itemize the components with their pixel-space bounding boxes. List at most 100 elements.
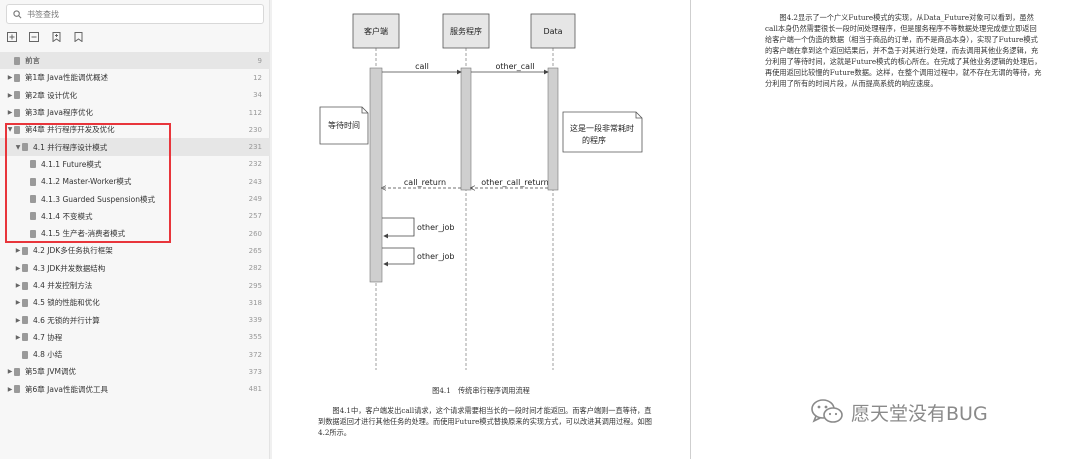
message-other-job-1-label: other_job	[417, 223, 455, 232]
bookmark-label: 4.1.3 Guarded Suspension模式	[41, 194, 155, 204]
bookmark-page-number: 232	[248, 160, 262, 169]
actor-box-server	[442, 13, 490, 49]
message-other-job-2-label: other_job	[417, 252, 455, 261]
bookmark-label: 4.1.4 不变模式	[41, 211, 93, 221]
caret-right-icon[interactable]: ▶	[7, 385, 13, 393]
bookmark-page-number: 249	[248, 195, 262, 204]
bookmark-label: 4.6 无锁的并行计算	[33, 315, 100, 325]
bookmark-page-number: 231	[248, 143, 262, 152]
sequence-diagram: 客户端 服务程序 Data call other_call call_retur…	[319, 13, 643, 370]
expand-all-button[interactable]	[6, 31, 18, 43]
message-other-job-2-arrow	[382, 247, 415, 267]
bookmark-page-icon	[30, 212, 36, 221]
bookmark-item[interactable]: ▶ 4.2 JDK多任务执行框架 265	[0, 242, 270, 259]
bookmark-page-icon	[14, 56, 20, 65]
bookmark-label: 第6章 Java性能调优工具	[25, 384, 108, 394]
note-long-program-fold	[635, 112, 642, 119]
activation-server	[460, 67, 472, 191]
actor-label-server: 服务程序	[450, 26, 482, 36]
bookmark-item[interactable]: 4.1.5 生产者-消费者模式 260	[0, 225, 270, 242]
collapse-all-button[interactable]	[28, 31, 40, 43]
bookmark-page-number: 260	[248, 229, 262, 238]
caret-right-icon[interactable]: ▶	[15, 282, 21, 289]
caret-right-icon[interactable]: ▶	[7, 74, 13, 82]
document-page-right: 图4.2显示了一个广义Future模式的实现，从Data_Future对象可以看…	[691, 0, 1080, 459]
bookmark-label: 第4章 并行程序开发及优化	[25, 125, 115, 135]
bookmark-page-number: 265	[248, 246, 262, 255]
bookmark-page-number: 373	[248, 367, 262, 376]
actor-label-client: 客户端	[364, 26, 388, 36]
caret-right-icon[interactable]: ▶	[7, 109, 13, 117]
search-icon	[13, 9, 22, 18]
bookmark-item[interactable]: ▶ 4.6 无锁的并行计算 339	[0, 311, 270, 328]
bookmark-search-input[interactable]	[27, 9, 247, 19]
caret-right-icon[interactable]: ▶	[7, 368, 13, 376]
message-other-job-1-arrow	[382, 217, 415, 239]
bookmark-label: 4.1.1 Future模式	[41, 159, 102, 169]
bookmark-page-icon	[22, 316, 28, 325]
bookmark-page-icon	[30, 229, 36, 238]
caret-down-icon[interactable]: ▼	[7, 126, 13, 134]
bookmark-label: 4.2 JDK多任务执行框架	[33, 246, 113, 256]
bookmark-label: 第5章 JVM调优	[25, 367, 76, 377]
bookmark-label: 4.3 JDK并发数据结构	[33, 263, 106, 273]
bookmark-page-icon	[22, 350, 28, 359]
bookmark-label: 第1章 Java性能调优概述	[25, 73, 108, 83]
bookmark-label: 4.5 锁的性能和优化	[33, 298, 100, 308]
bookmark-page-number: 34	[253, 91, 262, 100]
bookmark-page-number: 112	[248, 108, 262, 117]
document-page-left: 客户端 服务程序 Data call other_call call_retur…	[272, 0, 690, 459]
note-long-program-line1: 这是一段非常耗时	[570, 123, 634, 133]
message-other-call-label: other_call	[495, 62, 534, 71]
bookmark-label: 4.1 并行程序设计模式	[33, 142, 108, 152]
caret-right-icon[interactable]: ▶	[15, 316, 21, 324]
bookmark-search-box[interactable]	[6, 4, 264, 24]
bookmark-label: 4.1.5 生产者-消费者模式	[41, 229, 126, 239]
bookmark-item[interactable]: 4.1.1 Future模式 232	[0, 156, 270, 173]
caret-right-icon[interactable]: ▶	[15, 299, 21, 307]
bookmark-item[interactable]: 4.1.3 Guarded Suspension模式 249	[0, 190, 270, 207]
bookmark-button[interactable]	[72, 31, 84, 43]
caret-right-icon[interactable]: ▶	[15, 264, 21, 272]
collapse-all-icon	[29, 32, 39, 42]
bookmark-page-number: 481	[248, 385, 262, 394]
actor-box-data	[530, 13, 576, 49]
caret-right-icon[interactable]: ▶	[15, 333, 21, 341]
note-wait-time-text: 等待时间	[328, 120, 360, 130]
watermark-text: 愿天堂没有BUG	[851, 402, 988, 425]
add-bookmark-button[interactable]	[50, 31, 62, 43]
bookmark-label: 4.4 并发控制方法	[33, 281, 93, 290]
bookmark-page-icon	[22, 264, 28, 273]
bookmark-page-icon	[14, 108, 20, 117]
bookmark-item[interactable]: ▶ 第5章 JVM调优 373	[0, 363, 270, 380]
bookmark-label: 4.8 小结	[33, 350, 63, 360]
bookmark-page-icon	[22, 298, 28, 307]
sidebar-splitter[interactable]	[270, 0, 272, 459]
message-other-call-return-label: other_call_return	[481, 178, 549, 187]
bookmark-item[interactable]: 4.8 小结 372	[0, 346, 270, 363]
caret-down-icon[interactable]: ▼	[15, 143, 21, 151]
bookmark-item[interactable]: ▼ 4.1 并行程序设计模式 231	[0, 138, 270, 156]
wechat-icon	[811, 399, 843, 423]
bookmark-page-number: 339	[248, 316, 262, 325]
caret-right-icon[interactable]: ▶	[15, 247, 21, 255]
bookmark-label: 第2章 设计优化	[25, 90, 78, 100]
actor-label-data: Data	[543, 27, 562, 36]
bookmark-label: 4.7 协程	[33, 332, 63, 342]
bookmark-item[interactable]: ▶ 第6章 Java性能调优工具 481	[0, 381, 270, 398]
bookmark-page-number: 372	[248, 350, 262, 359]
caret-right-icon[interactable]: ▶	[7, 91, 13, 99]
bookmark-item[interactable]: ▶ 第2章 设计优化 34	[0, 87, 270, 104]
